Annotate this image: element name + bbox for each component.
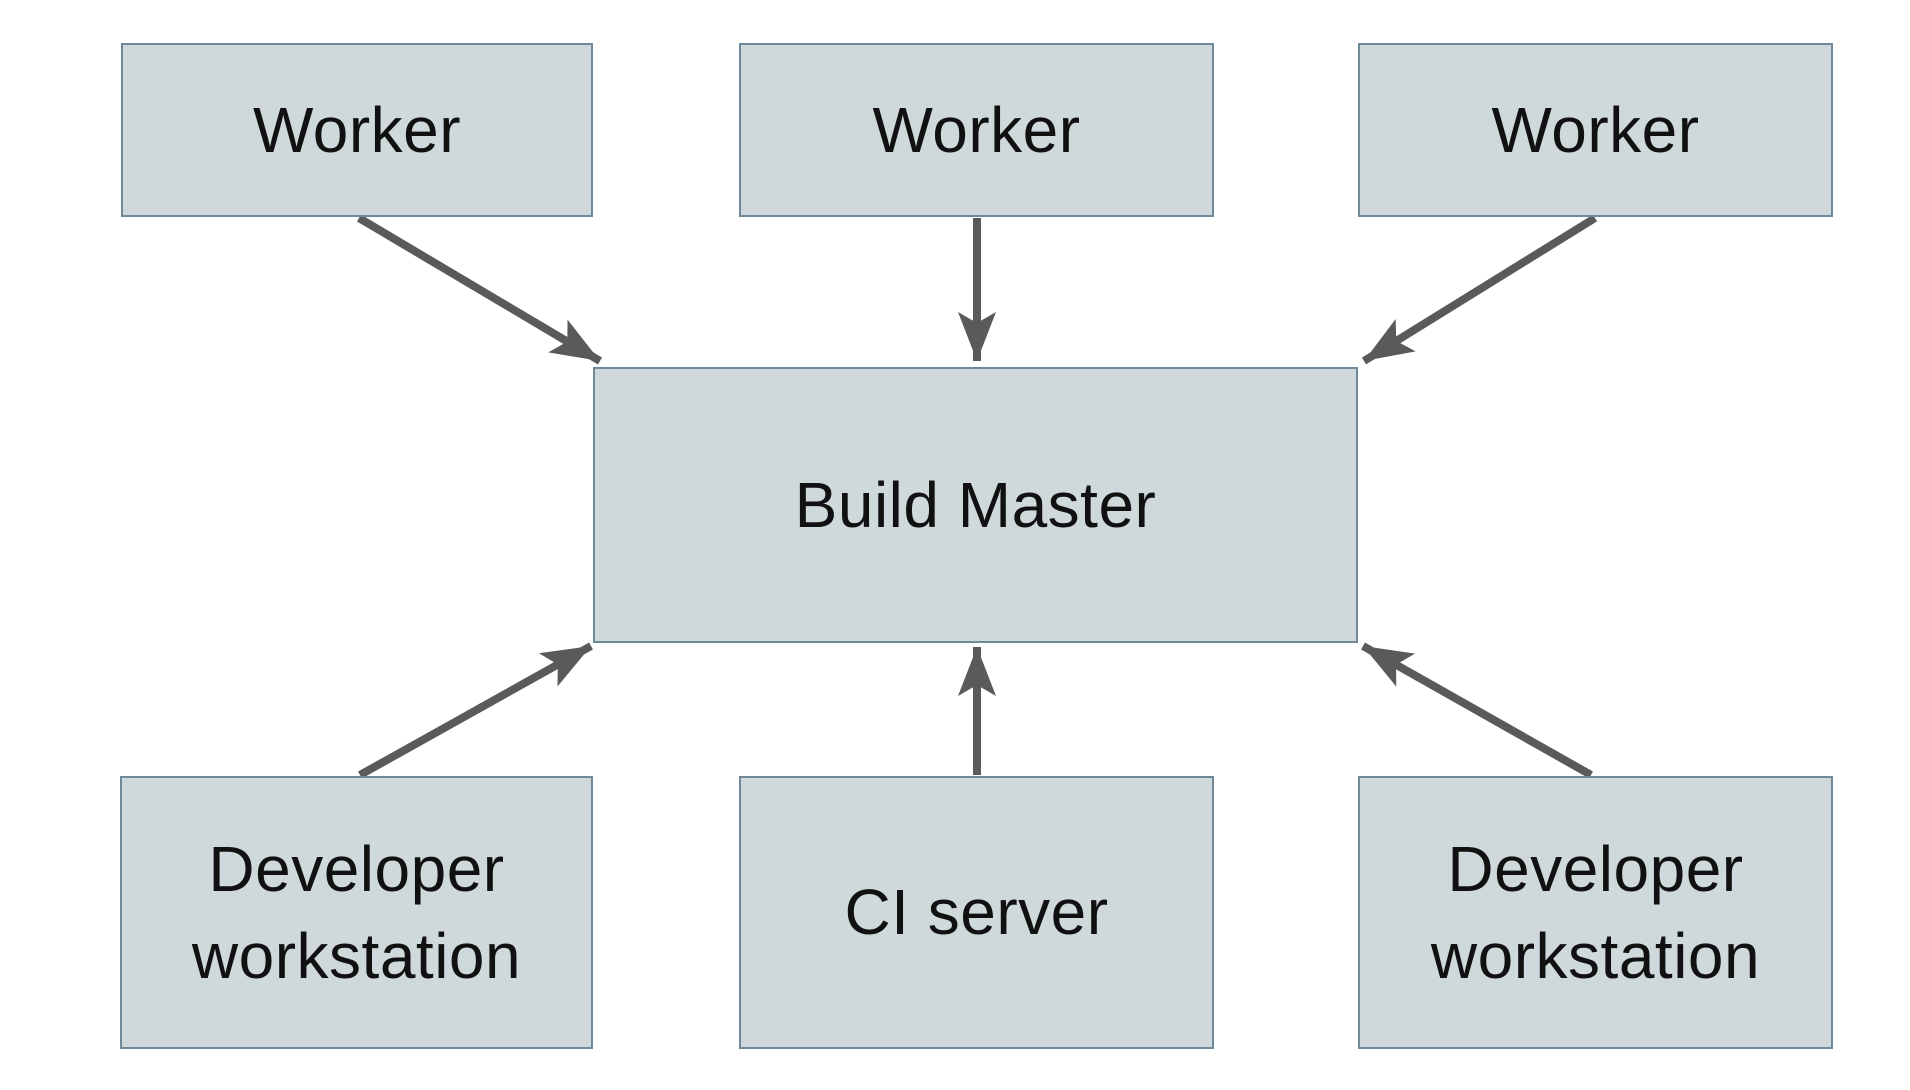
node-developer-workstation-right-label: Developer workstation xyxy=(1430,833,1761,992)
node-worker-3: Worker xyxy=(1358,43,1833,217)
edge-worker-1-to-build-master xyxy=(356,214,603,365)
node-worker-1-label: Worker xyxy=(252,93,462,166)
node-build-master-label: Build Master xyxy=(794,468,1157,541)
node-worker-2: Worker xyxy=(739,43,1214,217)
node-ci-server-label: CI server xyxy=(844,876,1109,949)
node-ci-server: CI server xyxy=(739,776,1214,1049)
node-developer-workstation-left-label: Developer workstation xyxy=(191,833,522,992)
edge-worker-3-to-build-master xyxy=(1361,214,1598,365)
edge-developer-workstation-right-to-build-master xyxy=(1361,642,1593,779)
node-developer-workstation-right: Developer workstation xyxy=(1358,776,1833,1049)
edge-developer-workstation-left-to-build-master xyxy=(358,642,593,779)
node-worker-2-label: Worker xyxy=(872,93,1081,166)
node-build-master: Build Master xyxy=(593,367,1358,643)
node-worker-3-label: Worker xyxy=(1491,93,1700,166)
node-developer-workstation-left: Developer workstation xyxy=(120,776,593,1049)
node-worker-1: Worker xyxy=(121,43,593,217)
